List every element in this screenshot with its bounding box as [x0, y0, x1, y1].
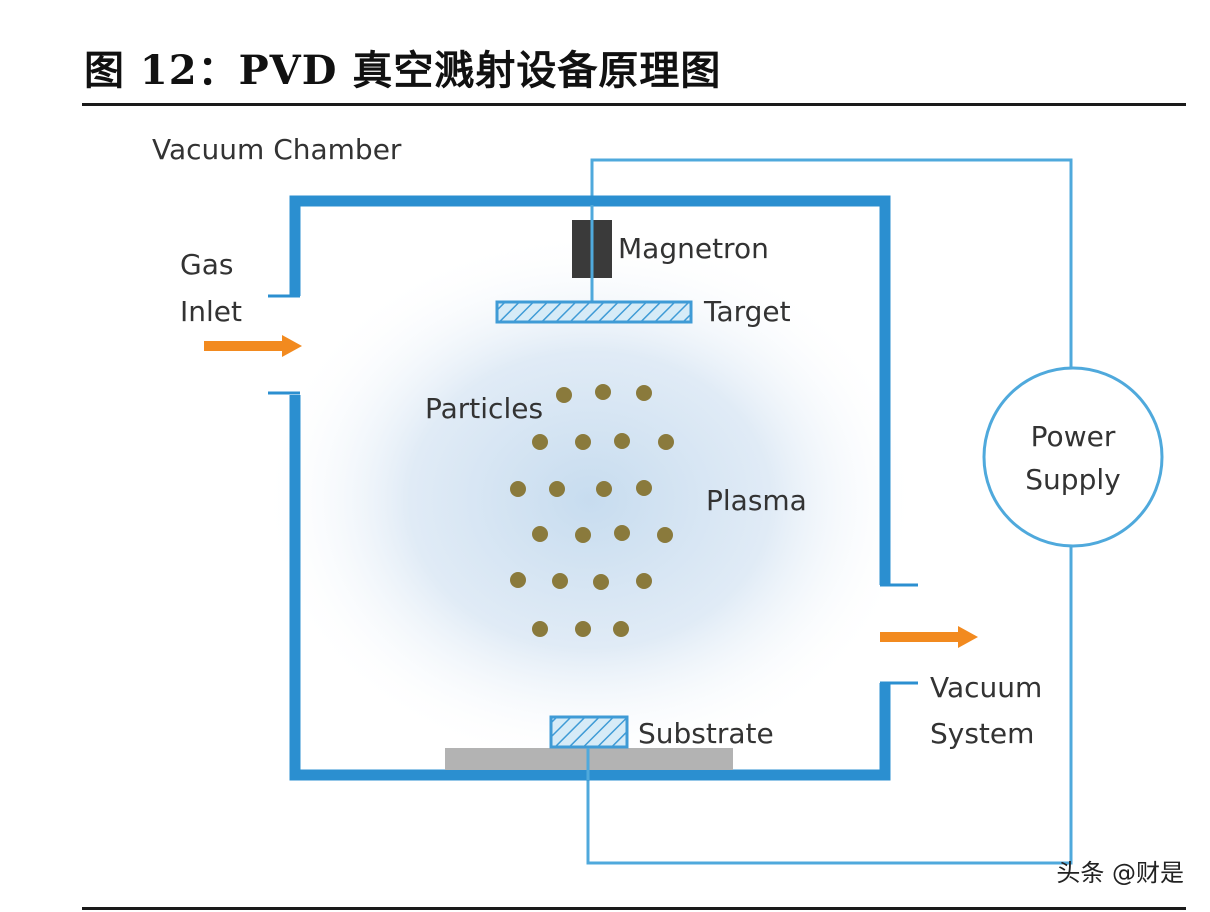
substrate-label: Substrate: [638, 717, 774, 750]
vacuum-system-label-1: Vacuum: [930, 671, 1042, 704]
particles: [510, 384, 674, 637]
magnetron-label: Magnetron: [618, 232, 769, 265]
watermark: 头条 @财是: [1056, 859, 1184, 887]
figure-title: 图 12：PVD 真空溅射设备原理图: [84, 47, 722, 94]
title-divider: [82, 103, 1186, 106]
gas-inlet-label-2: Inlet: [180, 295, 242, 328]
target-label: Target: [703, 295, 791, 328]
power-supply-label-1: Power: [1031, 420, 1116, 453]
particles-label: Particles: [425, 392, 543, 425]
arrow-right-icon: [880, 626, 978, 648]
chamber-ports: [268, 294, 918, 685]
target: [495, 300, 693, 324]
plasma-label: Plasma: [706, 484, 807, 517]
vacuum-system-label-2: System: [930, 717, 1034, 750]
bottom-divider: [82, 907, 1186, 910]
vacuum-chamber-label: Vacuum Chamber: [152, 133, 402, 166]
power-supply-label-2: Supply: [1025, 463, 1120, 496]
plasma-glow: [260, 230, 920, 770]
power-supply: [982, 366, 1164, 548]
gas-inlet-label-1: Gas: [180, 248, 233, 281]
substrate: [549, 715, 629, 749]
vacuum-chamber: [289, 195, 891, 781]
arrow-right-icon: [204, 335, 302, 357]
